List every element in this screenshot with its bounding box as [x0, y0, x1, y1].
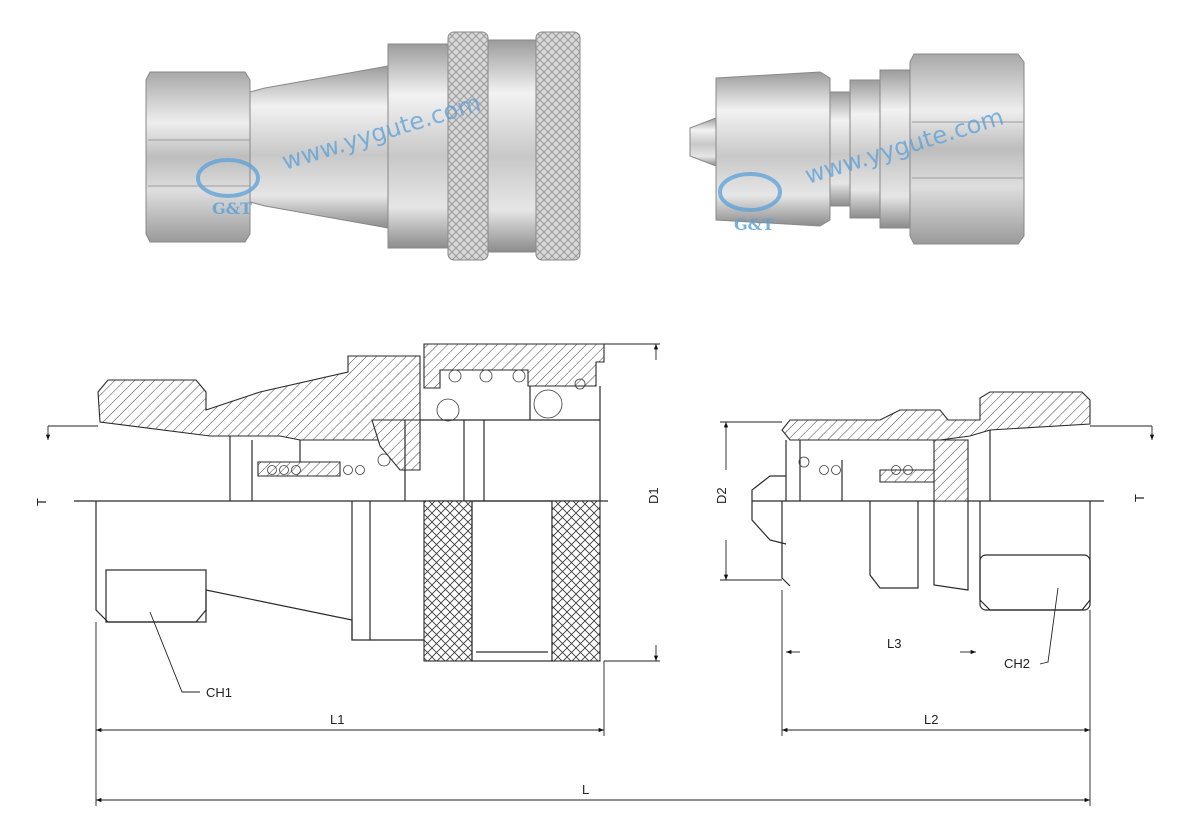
- thread-label-left: T: [34, 498, 49, 506]
- length-label-l2: L2: [924, 712, 938, 727]
- length-label-l1: L1: [330, 712, 344, 727]
- plug-section-drawing: [751, 391, 1104, 611]
- watermark-logo-icon: [196, 158, 260, 198]
- coupler-section-drawing: [74, 343, 608, 662]
- thread-label-right: T: [1132, 494, 1147, 502]
- length-label-l3: L3: [887, 636, 901, 651]
- coupler-photo: [145, 31, 581, 261]
- length-label-l: L: [582, 782, 589, 797]
- hex-label-ch1: CH1: [206, 685, 232, 700]
- dimension-lines: [45, 343, 1155, 806]
- hex-label-ch2: CH2: [1004, 656, 1030, 671]
- watermark-logo-icon: [718, 172, 782, 212]
- diameter-label-d2: D2: [714, 487, 729, 504]
- dimension-labels: T D1 D2 T CH1 CH2 L1 L3 L2 L: [34, 487, 1147, 797]
- watermark-logo-text: G&T: [734, 215, 774, 234]
- plug-photo: [689, 53, 1025, 245]
- diameter-label-d1: D1: [646, 487, 661, 504]
- watermark-logo-text: G&T: [212, 199, 252, 218]
